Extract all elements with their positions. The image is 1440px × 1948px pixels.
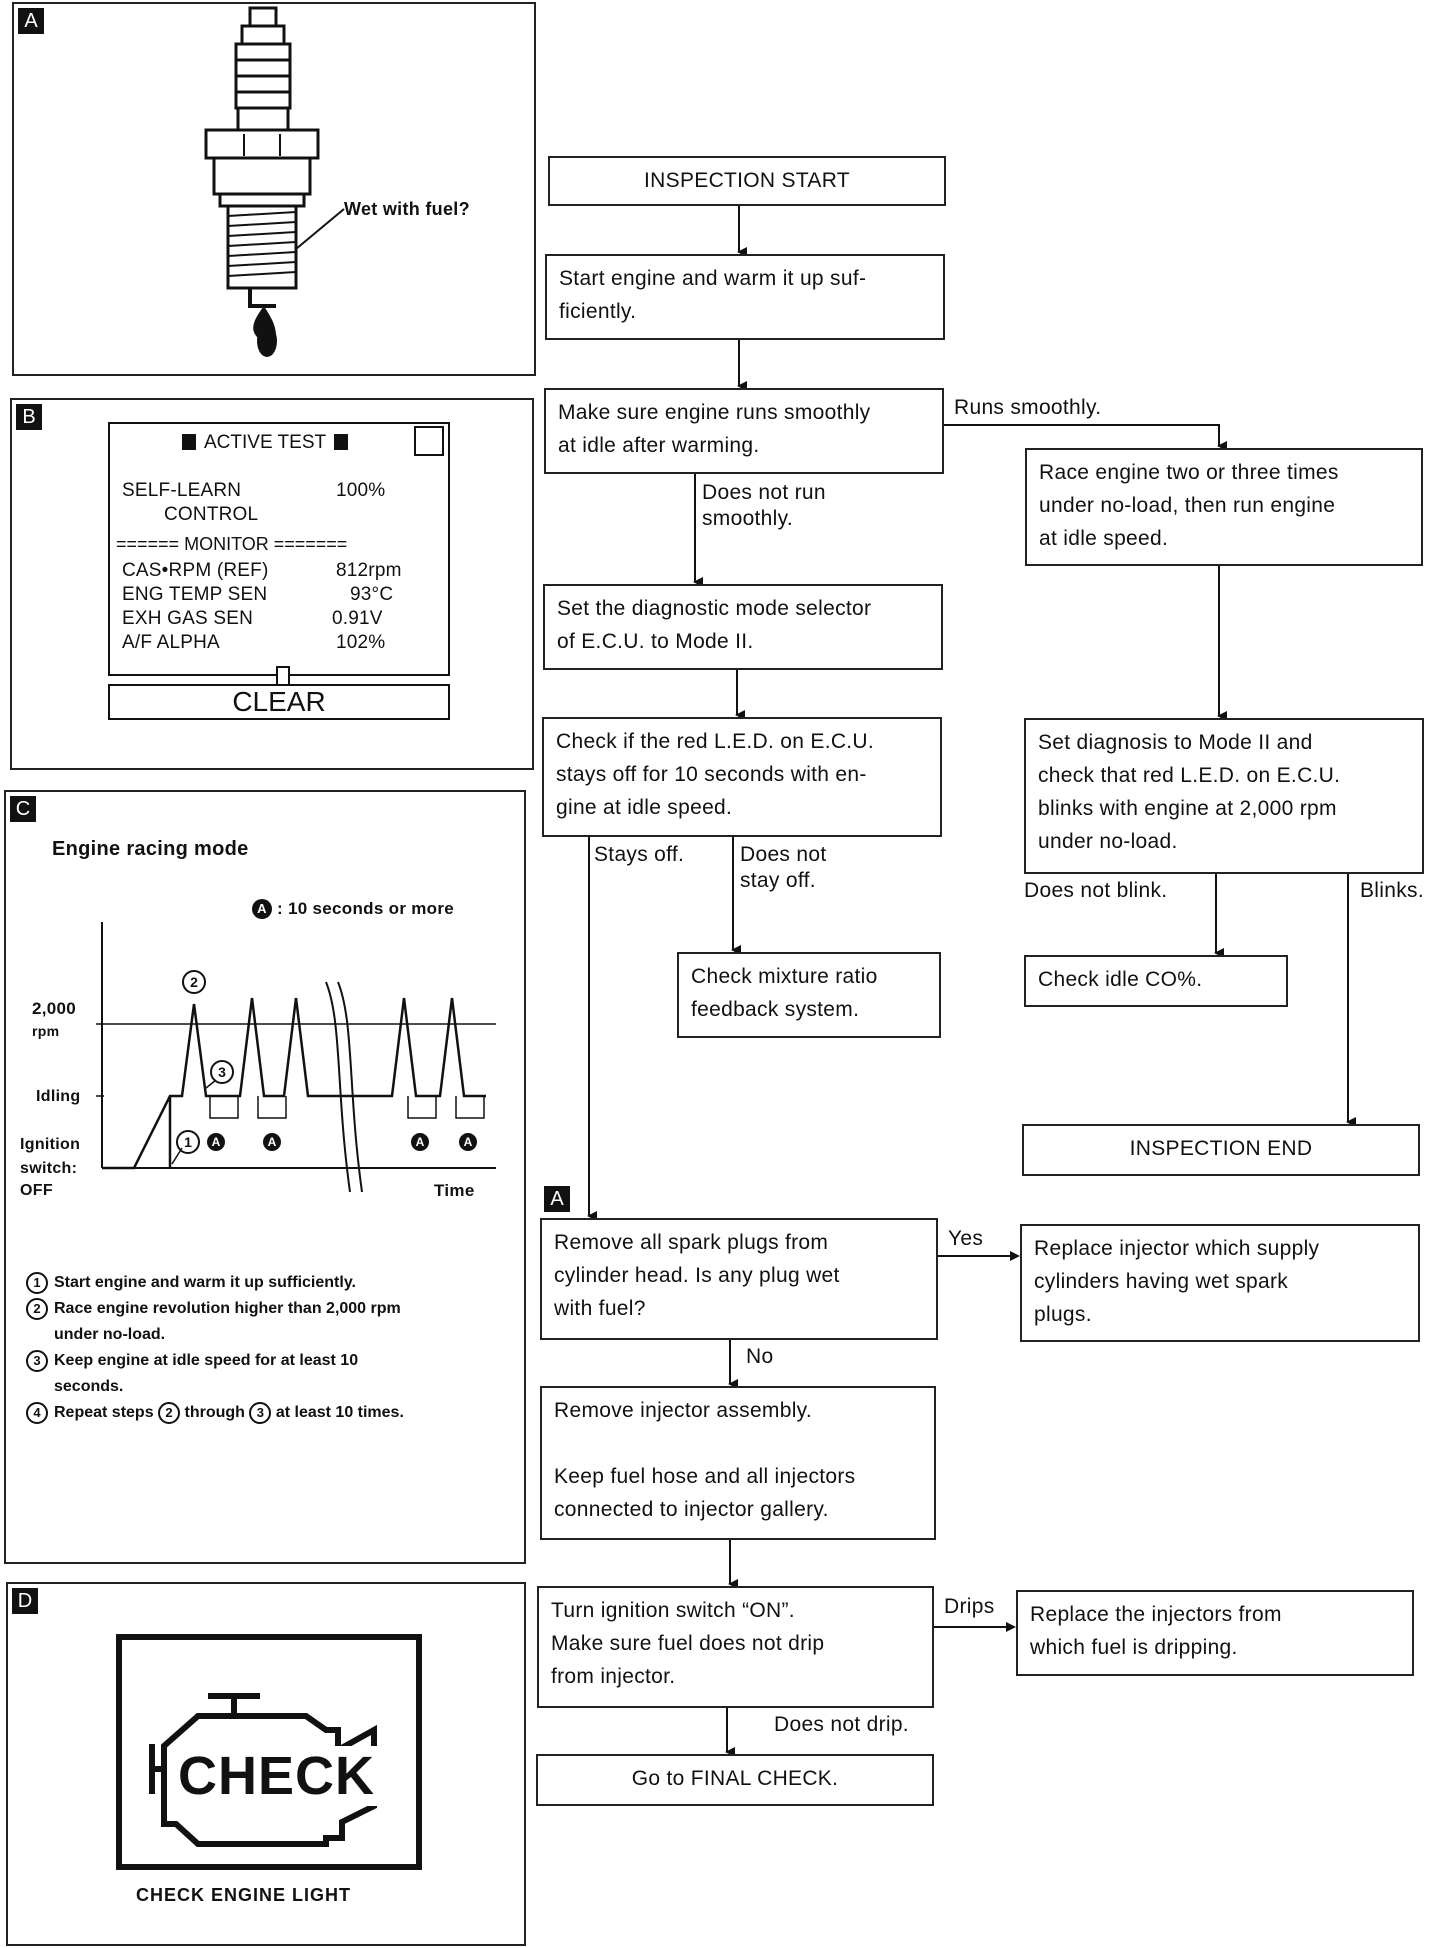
step-1-marker: 1 xyxy=(184,1134,192,1150)
monitor-row-value: 812rpm xyxy=(336,560,402,581)
spark-plug-illustration xyxy=(204,6,345,357)
cursor-icon xyxy=(276,666,290,686)
label-no: No xyxy=(746,1345,774,1368)
monitor-row-value: 0.91V xyxy=(332,608,383,629)
screen-title: ACTIVE TEST xyxy=(204,432,327,453)
monitor-row-label: EXH GAS SEN xyxy=(122,608,254,629)
panel-a-spark-plug: A Wet wi xyxy=(12,2,536,376)
flow-check-idle-co: Check idle CO%. xyxy=(1024,955,1288,1007)
step-ref: 3 xyxy=(249,1402,272,1424)
panel-b-consult-screen: B ACTIVE TEST SELF-LEARN CONTROL 100% ==… xyxy=(10,398,534,770)
clear-button-label: CLEAR xyxy=(232,686,326,717)
self-learn-label-2: CONTROL xyxy=(164,504,259,525)
panel-tag: A xyxy=(18,8,44,34)
monitor-row-value: 93°C xyxy=(350,584,394,605)
x-label-time: Time xyxy=(434,1181,475,1200)
label-not-blink: Does not blink. xyxy=(1024,879,1168,902)
panel-d-check-engine: D CHECK CHECK ENGINE LIGHT xyxy=(6,1582,526,1946)
step-2-marker: 2 xyxy=(190,974,198,990)
screen-title-bar: ACTIVE TEST xyxy=(182,432,349,454)
flow-led-check: Check if the red L.E.D. on E.C.U.stays o… xyxy=(542,717,942,837)
wet-callout: Wet with fuel? xyxy=(344,199,470,219)
self-learn-label: SELF-LEARN xyxy=(122,480,242,501)
panel-c-racing-mode: C Engine racing mode A : 10 seconds or m… xyxy=(4,790,526,1564)
y-label-rpm: rpm xyxy=(32,1023,60,1039)
flow-warm-up: Start engine and warm it up suf-ficientl… xyxy=(545,254,945,340)
step-number: 2 xyxy=(26,1298,48,1320)
racing-mode-timing-chart: A A A A 2 3 1 xyxy=(96,922,496,1193)
flow-remove-injector: Remove injector assembly.Keep fuel hose … xyxy=(540,1386,936,1540)
panel-tag: C xyxy=(10,796,36,822)
a-marker-label: A xyxy=(464,1135,473,1149)
panel-tag: B xyxy=(16,404,42,430)
step-number: 3 xyxy=(26,1350,48,1372)
step-item: 3 Keep engine at idle speed for at least… xyxy=(26,1348,512,1400)
check-engine-frame xyxy=(116,1634,422,1870)
steps-list: 1 Start engine and warm it up sufficient… xyxy=(26,1270,512,1426)
self-learn-value: 100% xyxy=(336,480,386,501)
y-label-off: OFF xyxy=(20,1182,53,1199)
square-bullet-icon xyxy=(334,434,349,450)
label-stays-off: Stays off. xyxy=(594,843,685,866)
step-item: 1 Start engine and warm it up sufficient… xyxy=(26,1270,512,1296)
step-item: 4 Repeat steps 2 through 3 at least 10 t… xyxy=(26,1400,512,1426)
legend-a-mark: A xyxy=(252,899,272,919)
label-runs-smoothly: Runs smoothly. xyxy=(954,396,1102,419)
flow-ignition-on: Turn ignition switch “ON”.Make sure fuel… xyxy=(537,1586,934,1708)
monitor-row-label: A/F ALPHA xyxy=(122,632,220,653)
check-engine-caption: CHECK ENGINE LIGHT xyxy=(136,1885,352,1905)
monitor-row-label: ENG TEMP SEN xyxy=(122,584,268,605)
y-label-ignition: Ignition xyxy=(20,1136,81,1153)
flow-inspection-end: INSPECTION END xyxy=(1022,1124,1420,1176)
monitor-row-value: 102% xyxy=(336,632,386,653)
a-marker-icon xyxy=(207,1133,477,1151)
a-marker-label: A xyxy=(416,1135,425,1149)
monitor-divider: ====== MONITOR ======= xyxy=(116,534,348,554)
y-label-idling: Idling xyxy=(36,1088,81,1105)
step-ref: 2 xyxy=(158,1402,181,1424)
step-number: 4 xyxy=(26,1402,48,1424)
flow-final-check: Go to FINAL CHECK. xyxy=(536,1754,934,1806)
a-marker-label: A xyxy=(212,1135,221,1149)
label-yes: Yes xyxy=(948,1227,984,1250)
legend-text: : 10 seconds or more xyxy=(277,899,455,918)
legend: A : 10 seconds or more xyxy=(252,896,454,922)
step-item: 2 Race engine revolution higher than 2,0… xyxy=(26,1296,512,1348)
square-bullet-icon xyxy=(182,434,196,450)
label-drips: Drips xyxy=(944,1595,995,1618)
label-blinks: Blinks. xyxy=(1360,879,1424,902)
flow-a-marker: A xyxy=(544,1186,570,1212)
screen-corner-button[interactable] xyxy=(414,426,444,456)
step-number: 1 xyxy=(26,1272,48,1294)
racing-mode-title: Engine racing mode xyxy=(52,838,249,860)
step-3-marker: 3 xyxy=(218,1064,226,1080)
y-label-2000: 2,000 xyxy=(32,999,77,1018)
y-label-switch: switch: xyxy=(20,1160,78,1177)
label-not-drip: Does not drip. xyxy=(774,1713,909,1736)
flow-inspection-start: INSPECTION START xyxy=(548,156,946,206)
check-logo-text: CHECK xyxy=(176,1746,378,1806)
panel-tag: D xyxy=(12,1588,38,1614)
monitor-row-label: CAS•RPM (REF) xyxy=(122,560,269,581)
a-marker-label: A xyxy=(268,1135,277,1149)
